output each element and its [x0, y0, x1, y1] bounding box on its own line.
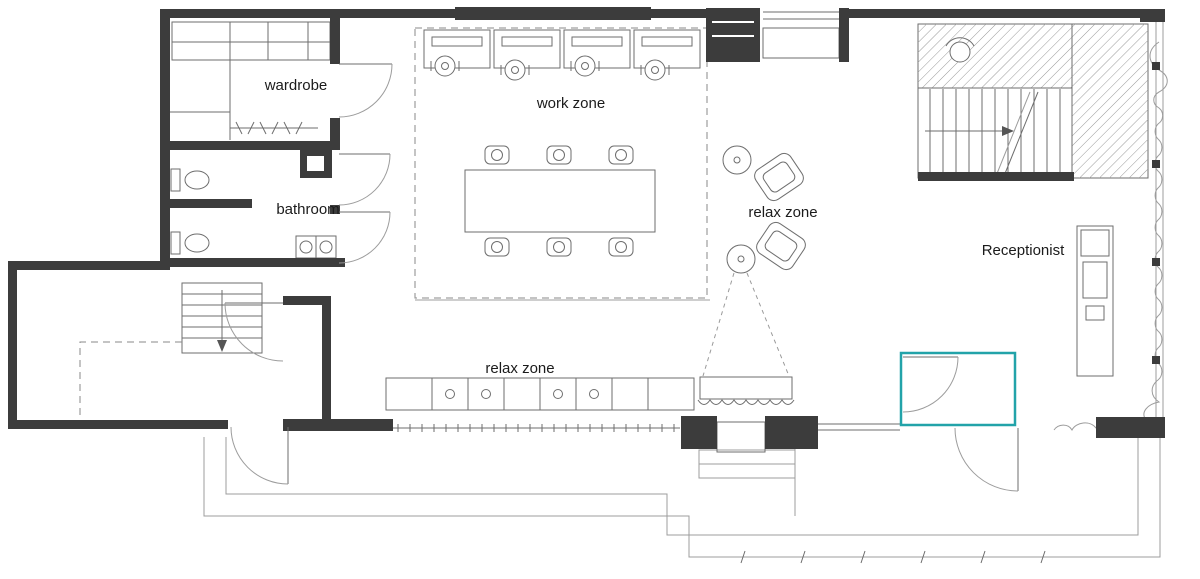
door-bathroom-2	[338, 211, 391, 264]
staircase-lower	[79, 282, 263, 424]
conference-table	[464, 169, 656, 233]
label-wardrobe: wardrobe	[264, 77, 328, 94]
conference-chair	[608, 145, 634, 165]
office-chair	[500, 59, 530, 81]
stair-direction-arrow	[217, 340, 227, 352]
desk	[423, 29, 491, 69]
entry-mat-top	[762, 27, 840, 59]
mullion-marker	[1152, 356, 1160, 364]
rug-fringe	[697, 399, 795, 405]
relax-zone-bottom-bench	[385, 377, 695, 432]
door-bathroom-1	[338, 153, 391, 206]
door-rear-exterior	[954, 427, 1019, 492]
armchair	[756, 221, 806, 271]
survey-tick-marks	[740, 550, 1046, 564]
label-receptionist: Receptionist	[982, 242, 1065, 259]
landing-chair	[949, 41, 971, 63]
bathroom-rooms	[170, 168, 337, 259]
wardrobe-room	[170, 21, 331, 140]
door-wardrobe	[338, 63, 393, 118]
curtain	[1053, 41, 1168, 432]
conference-chair	[484, 145, 510, 165]
sight-lines	[702, 272, 790, 377]
floor-grille	[397, 424, 675, 432]
door-wing-interior	[224, 302, 284, 362]
toilet	[170, 231, 210, 255]
door-wing-exterior	[230, 426, 289, 485]
side-table	[722, 145, 752, 175]
door-highlighted-room	[902, 356, 959, 413]
labels: wardrobe work zone bathroom relax zone R…	[264, 77, 1065, 377]
zone-boundary	[414, 27, 708, 299]
conference-chair	[546, 237, 572, 257]
toilet	[170, 168, 210, 192]
reception-desk	[1076, 225, 1114, 377]
entry-details	[716, 11, 900, 453]
mullion-marker	[1152, 62, 1160, 70]
doors	[224, 63, 1019, 492]
armchair	[754, 152, 804, 202]
staircase-upper	[917, 23, 1149, 179]
window-wall-right	[1053, 20, 1168, 432]
highlighted-room	[899, 351, 1017, 427]
office-chair	[570, 55, 600, 77]
walls	[8, 7, 1165, 449]
label-relax-zone-center: relax zone	[748, 204, 817, 221]
office-chair	[430, 55, 460, 77]
entry-mat-bottom	[716, 421, 766, 453]
label-relax-zone-bottom: relax zone	[485, 360, 554, 377]
washer-and-sink	[295, 235, 337, 259]
stair-treads	[929, 89, 1061, 176]
office-chair	[640, 59, 670, 81]
side-table	[726, 244, 756, 274]
relax-zone-center	[697, 145, 806, 405]
desk	[633, 29, 701, 69]
conference-chair	[546, 145, 572, 165]
conference-chair	[608, 237, 634, 257]
conference-chair	[484, 237, 510, 257]
stair-direction-arrow	[1002, 126, 1014, 136]
terrace-outline	[203, 437, 1161, 564]
travel-path	[79, 341, 182, 424]
label-work-zone: work zone	[536, 95, 605, 112]
clothes-hangers	[235, 121, 303, 135]
desk	[493, 29, 561, 69]
mullion-marker	[1152, 258, 1160, 266]
desk	[563, 29, 631, 69]
work-zone	[414, 27, 710, 301]
rug	[699, 376, 793, 400]
label-bathroom: bathroom	[276, 201, 339, 218]
mullion-marker	[1152, 160, 1160, 168]
